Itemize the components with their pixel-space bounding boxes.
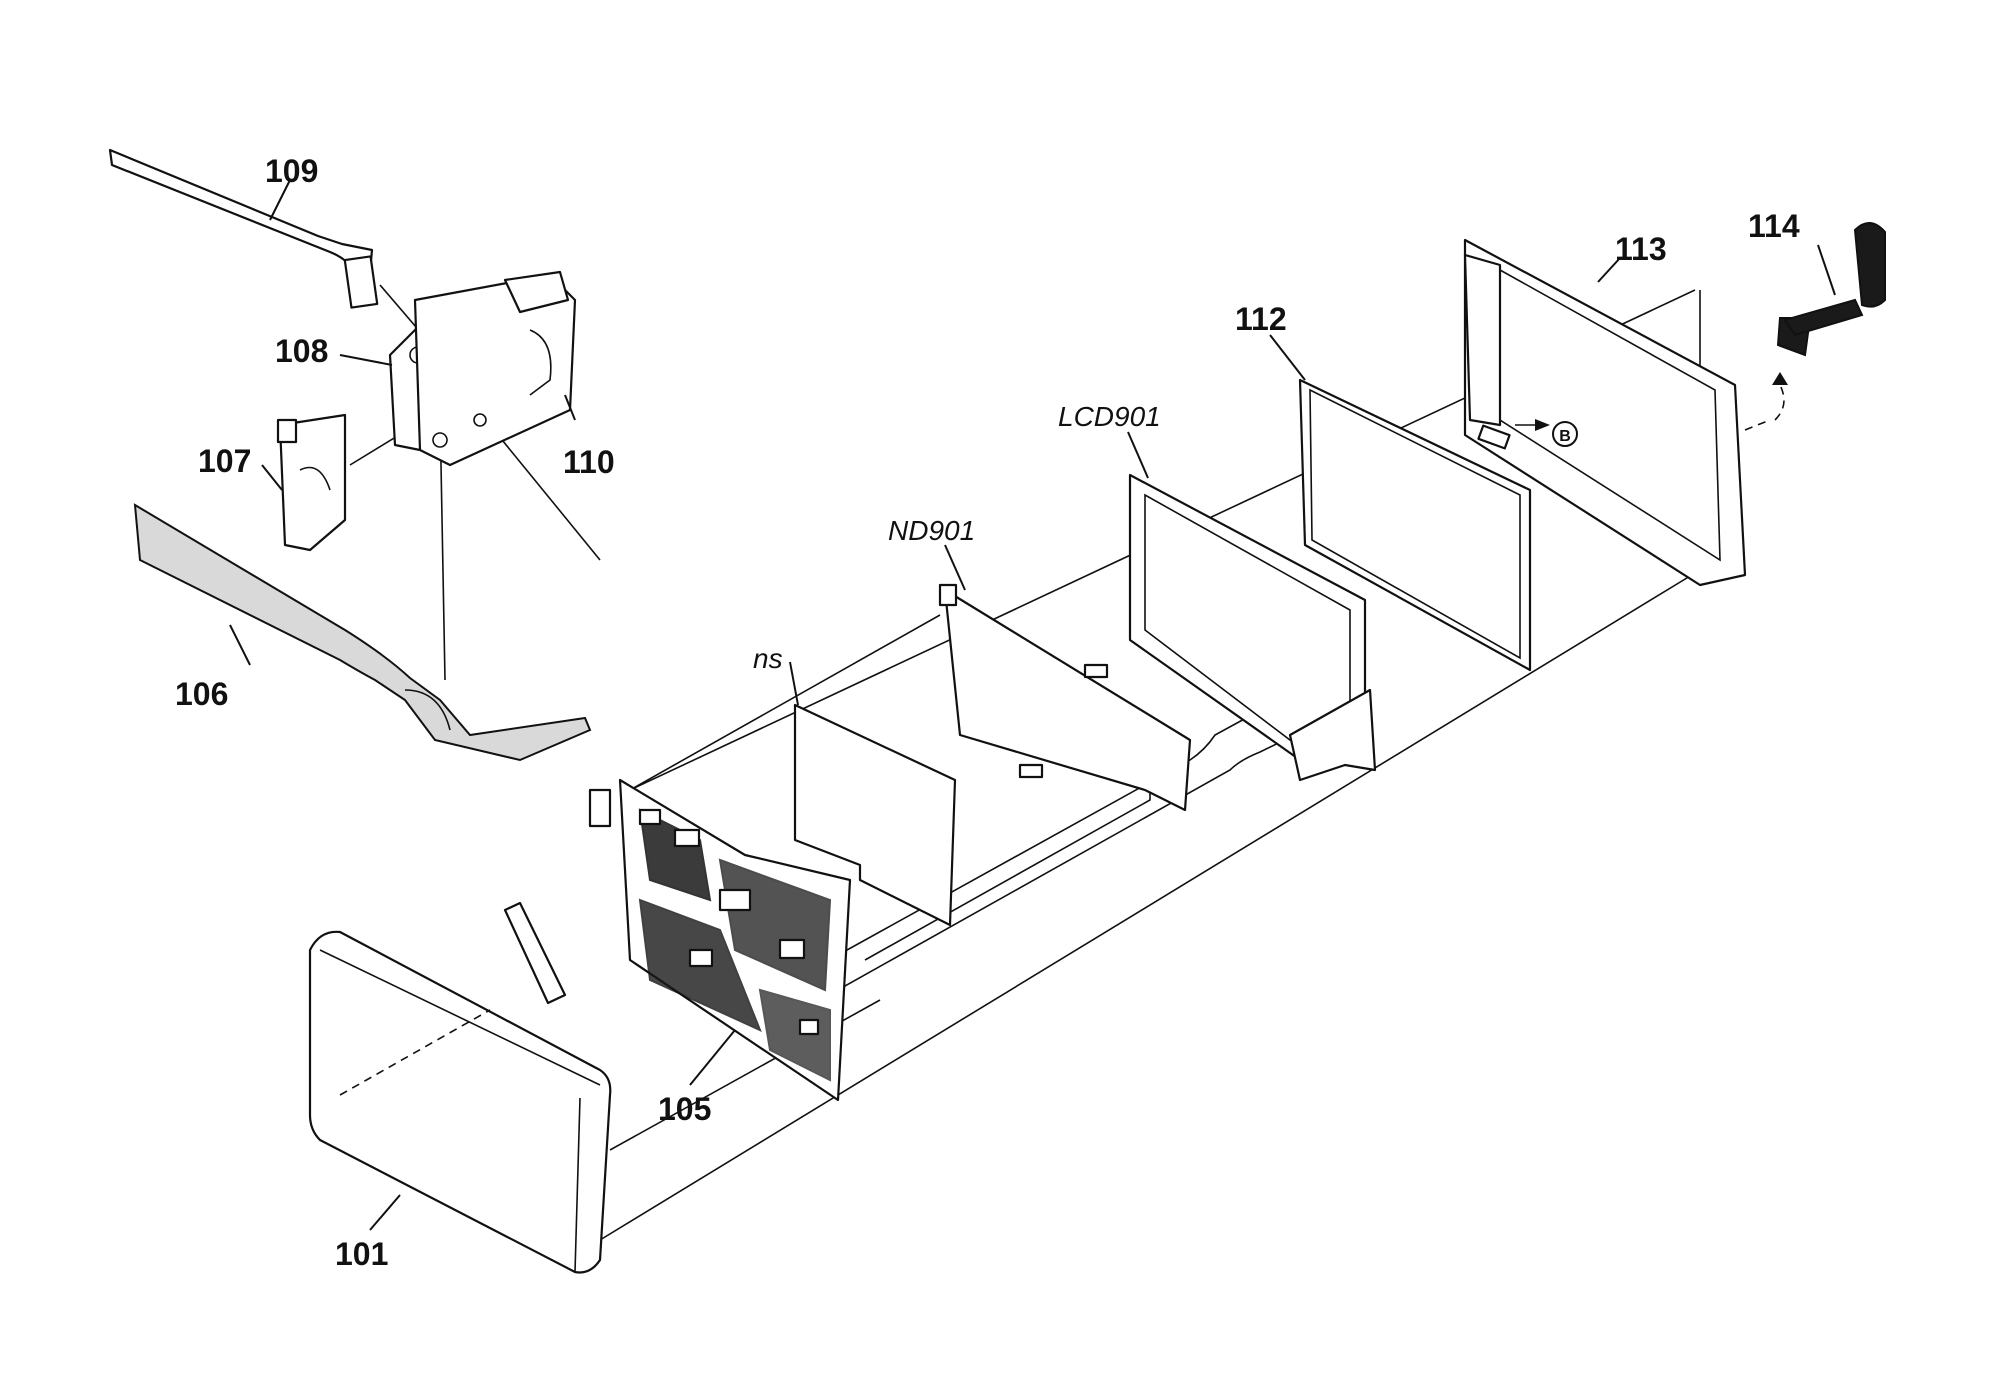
label-113: 113: [1615, 231, 1667, 267]
part-112-glass: [1269, 334, 1532, 672]
label-107: 107: [198, 443, 251, 479]
label-110: 110: [563, 444, 615, 480]
label-109: 109: [265, 153, 318, 189]
part-110-hinge-assembly: [413, 270, 577, 467]
part-109-flex-cable: [108, 148, 379, 309]
part-ns-sheet: [789, 661, 957, 927]
label-ns: ns: [753, 643, 783, 674]
part-106-flex-cable: [133, 503, 592, 762]
part-107-side-bracket: [261, 413, 347, 552]
part-lcd901-panel: [1127, 431, 1377, 782]
part-114-cable: [1776, 222, 1886, 357]
reference-b-label: B: [1559, 428, 1571, 445]
label-112: 112: [1235, 301, 1287, 337]
label-nd901: ND901: [888, 515, 975, 546]
label-106: 106: [175, 676, 228, 712]
label-105: 105: [658, 1091, 711, 1127]
part-113-front-bezel: [1463, 238, 1747, 587]
pad-strip: [503, 901, 567, 1005]
reference-b-marker: B: [1515, 419, 1578, 447]
part-nd901-plate: [938, 544, 1192, 812]
label-101: 101: [335, 1236, 388, 1272]
label-108: 108: [275, 333, 328, 369]
label-lcd901: LCD901: [1058, 401, 1161, 432]
part-101-front-cover: [308, 930, 612, 1274]
label-114: 114: [1748, 208, 1800, 244]
part-105-main-board: [588, 778, 852, 1102]
